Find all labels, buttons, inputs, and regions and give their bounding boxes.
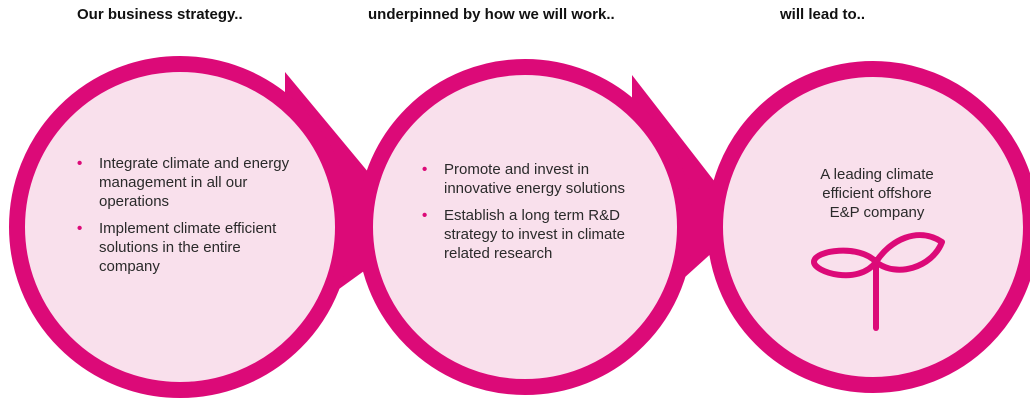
- bullet: •: [422, 207, 428, 224]
- how-bullet-2: Establish a long term R&D strategy to in…: [444, 207, 625, 262]
- list-item: • Establish a long term R&D strategy to …: [418, 206, 643, 263]
- strategy-bullet-1: Integrate climate and energy management …: [99, 155, 290, 210]
- bullet: •: [422, 161, 428, 178]
- outcome-text: A leading climate efficient offshore E&P…: [820, 166, 934, 221]
- sprout-icon: [811, 232, 945, 331]
- list-item: • Promote and invest in innovative energ…: [418, 160, 643, 198]
- bullet: •: [77, 155, 83, 172]
- heading-outcome: will lead to..: [780, 6, 866, 23]
- list-item: • Integrate climate and energy managemen…: [73, 154, 298, 211]
- bullet: •: [77, 220, 83, 237]
- how-bullet-1: Promote and invest in innovative energy …: [444, 161, 625, 197]
- strategy-text: • Integrate climate and energy managemen…: [73, 154, 298, 284]
- outcome-circle: [707, 61, 1030, 393]
- how-text: • Promote and invest in innovative energ…: [418, 160, 643, 271]
- strategy-circle: [9, 56, 351, 398]
- heading-strategy: Our business strategy..: [77, 6, 243, 23]
- list-item: • Implement climate efficient solutions …: [73, 219, 298, 276]
- heading-how: underpinned by how we will work..: [368, 6, 615, 23]
- how-circle: [357, 59, 693, 395]
- strategy-bullet-2: Implement climate efficient solutions in…: [99, 220, 277, 275]
